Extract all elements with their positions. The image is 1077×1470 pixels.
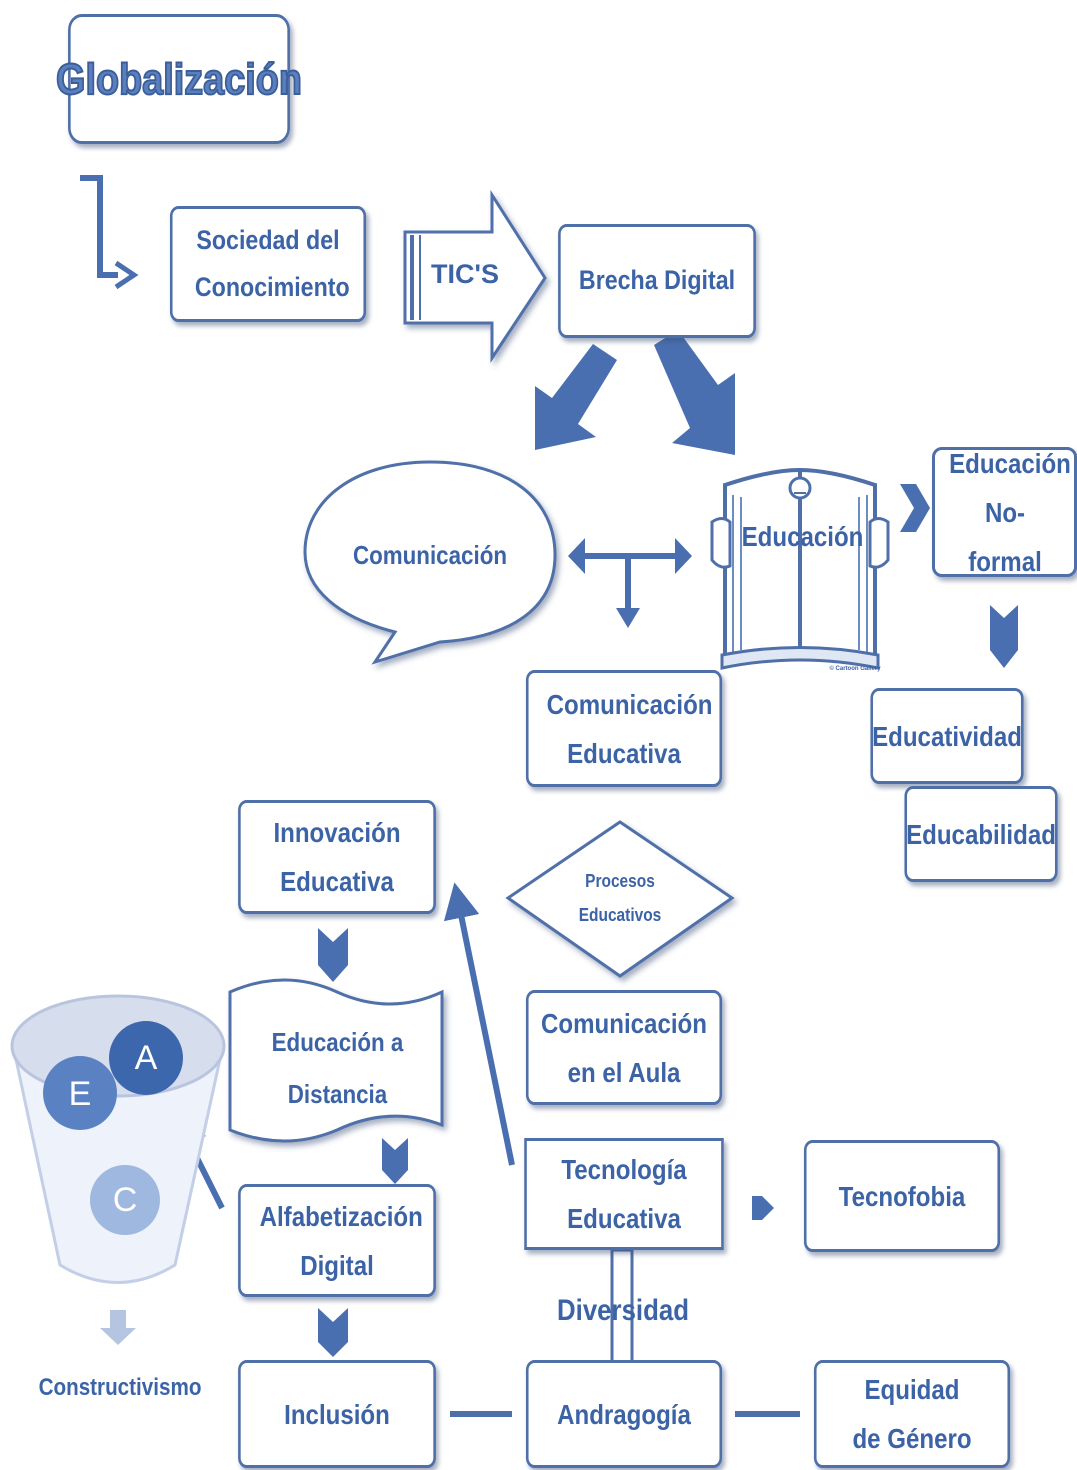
tecnologia-label: Tecnología Educativa <box>561 1154 687 1234</box>
inclusion-label: Inclusión <box>284 1398 390 1430</box>
globalizacion-box: Globalización <box>55 14 303 144</box>
down-branch-head <box>616 608 640 628</box>
double-arrow-right-head <box>675 538 692 574</box>
sociedad-box: Sociedad del Conocimiento <box>169 206 367 322</box>
connector-globalizacion-sociedad <box>80 175 118 278</box>
brecha-box: Brecha Digital <box>558 224 756 338</box>
chevron-right-to-tecnofobia <box>752 1196 774 1220</box>
funnel-graphic <box>10 994 226 1284</box>
circle-a-label: A <box>134 1038 158 1077</box>
alfabetizacion-label: Alfabetización Digital <box>259 1200 423 1281</box>
innovacion-box: Innovación Educativa <box>238 800 436 914</box>
alfabetizacion-box: Alfabetización Digital <box>238 1184 436 1297</box>
inclusion-box: Inclusión <box>238 1360 436 1468</box>
equidad-label: Equidad de Género <box>852 1374 972 1454</box>
andragogia-box: Andragogía <box>525 1360 723 1468</box>
noformal-label: Educación No- formal <box>948 447 1071 577</box>
procesos-diamond <box>505 820 735 978</box>
procesos-label: Procesos Educativos <box>578 870 662 925</box>
chevron-down-to-alfabetizacion <box>382 1138 408 1184</box>
innovacion-label: Innovación Educativa <box>273 817 401 897</box>
chevron-right-to-noformal <box>900 484 930 532</box>
comunicacion-bubble <box>303 460 557 665</box>
diversidad-label: Diversidad <box>557 1293 689 1327</box>
com-educativa-box: Comunicación Educativa <box>525 670 723 787</box>
book-illustration <box>710 467 890 670</box>
tecnofobia-box: Tecnofobia <box>803 1140 1001 1252</box>
arrowhead-sociedad <box>114 260 139 290</box>
com-aula-box: Comunicación en el Aula <box>525 990 723 1105</box>
distancia-banner <box>228 978 444 1143</box>
double-arrow-left-head <box>568 538 585 574</box>
tics-label: TIC'S <box>431 259 499 290</box>
arrow-brecha-to-educacion <box>654 330 735 455</box>
tics-arrow-shape <box>403 189 547 363</box>
chevron-down-to-inclusion <box>318 1308 348 1357</box>
book-caption: © Cartoon Gallery <box>829 666 881 672</box>
constructivismo-label: Constructivismo <box>38 1374 202 1402</box>
educabilidad-box: Educabilidad <box>904 786 1058 882</box>
tecnologia-box[interactable]: Tecnología Educativa <box>524 1138 724 1250</box>
sociedad-label: Sociedad del Conocimiento <box>194 224 350 302</box>
tecnofobia-label: Tecnofobia <box>838 1180 966 1212</box>
circle-c-label: C <box>112 1180 138 1219</box>
brecha-label: Brecha Digital <box>578 265 736 296</box>
educacion-label: Educación <box>741 521 864 553</box>
equidad-box: Equidad de Género <box>813 1360 1011 1468</box>
distancia-label: Educación a Distancia <box>271 1027 404 1109</box>
chevron-down-to-educatividad <box>990 605 1018 668</box>
arrow-tecnologia-innovacion <box>443 882 515 1166</box>
chevron-down-to-distancia <box>318 928 348 982</box>
com-educativa-label: Comunicación Educativa <box>546 688 713 769</box>
arrow-brecha-to-comunicacion <box>535 344 617 450</box>
globalizacion-title: Globalización <box>55 54 303 105</box>
noformal-box: Educación No- formal <box>932 447 1077 577</box>
andragogia-label: Andragogía <box>557 1398 691 1430</box>
educatividad-label: Educatividad <box>872 720 1022 752</box>
com-aula-label: Comunicación en el Aula <box>541 1007 707 1088</box>
down-arrow-constructivismo <box>100 1310 136 1345</box>
circle-e-label: E <box>68 1074 92 1113</box>
educabilidad-label: Educabilidad <box>906 818 1056 850</box>
comunicacion-label: Comunicación <box>352 539 508 570</box>
educatividad-box: Educatividad <box>870 688 1024 784</box>
